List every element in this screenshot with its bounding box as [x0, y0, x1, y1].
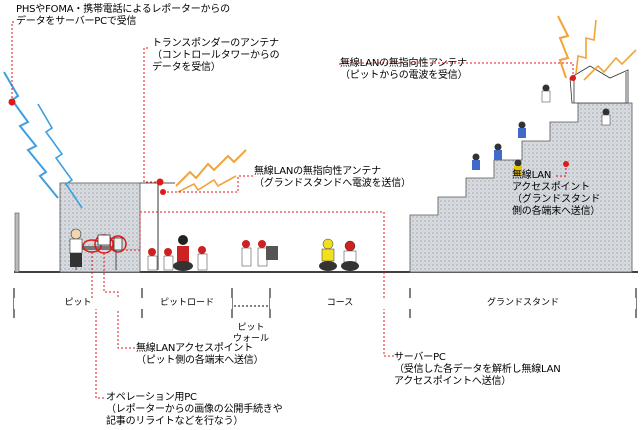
transponder-signal-2	[177, 175, 237, 193]
section-pit-road: ピットロード	[142, 298, 232, 309]
section-course: コース	[270, 298, 410, 309]
section-pit-wall: ピット ウォール	[232, 323, 269, 344]
callout-server-pc: サーバーPC （受信した各データを解析し無線LAN アクセスポイントへ送信）	[394, 352, 561, 387]
transponder-signal	[175, 149, 247, 187]
callout-phs: PHSやFOMA・携帯電話によるレポーターからの データをサーバーPCで受信	[16, 4, 230, 27]
pit-crew	[147, 235, 208, 271]
callout-wlan-ap-pit: 無線LANアクセスポイント （ピット側の各端末へ送信）	[136, 343, 264, 366]
stand-antenna-signal	[557, 15, 570, 79]
phs-signal-2	[37, 103, 83, 209]
stand-antenna-signal-2	[575, 19, 597, 75]
grandstand-tent	[569, 65, 629, 104]
section-grandstand: グランドスタンド	[410, 298, 636, 309]
callout-operation-pc: オペレーション用PC （レポーターからの画像の公開手続きや 記事のリライトなどを…	[106, 392, 283, 427]
section-pit: ピット	[14, 298, 142, 309]
pc-monitor	[97, 234, 111, 246]
pit-wall-post	[14, 212, 20, 273]
pitwall-crew	[241, 240, 278, 267]
stand-antenna-signal-3	[583, 49, 637, 81]
callout-transponder: トランスポンダーのアンテナ （コントロールタワーからの データを受信）	[152, 38, 280, 73]
server-pc	[113, 237, 123, 251]
spectators	[472, 84, 611, 176]
operator-person	[69, 228, 83, 267]
race-bikes	[319, 238, 359, 271]
callout-wlan-omni-stand: 無線LANの無指向性アンテナ （グランドスタンドへ電波を送信）	[254, 166, 411, 189]
phs-signal	[3, 71, 59, 199]
callout-wlan-omni-pit: 無線LANの無指向性アンテナ （ピットからの電波を受信）	[340, 58, 468, 81]
callout-wlan-ap-stand: 無線LAN アクセスポイント （グランドスタンド 側の各端末へ送信）	[512, 170, 601, 217]
